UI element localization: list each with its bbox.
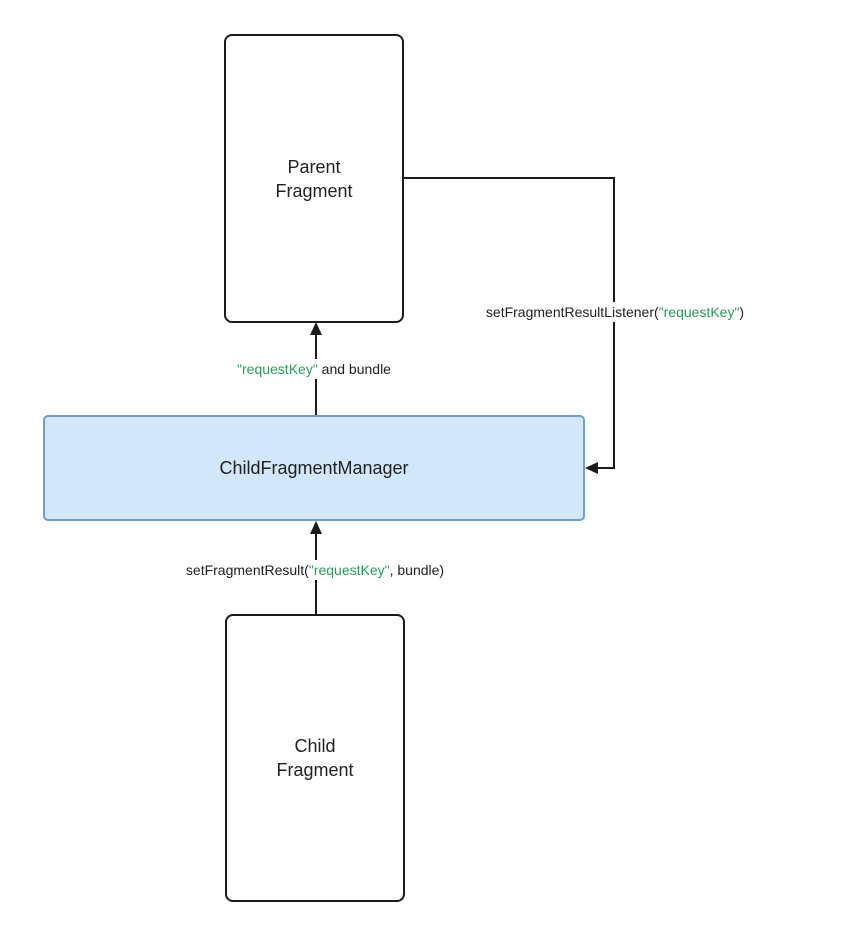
edge-label-set-fragment-result-listener: setFragmentResultListener("requestKey") [480,302,750,322]
edge-label-set-fragment-result: setFragmentResult("requestKey", bundle) [180,560,450,580]
child-fragment-manager-label: ChildFragmentManager [219,458,409,478]
edge-label-requestkey-and-bundle: "requestKey" and bundle [232,359,396,379]
connector-listener-horizontal-top [404,177,615,179]
connector-listener-horizontal-end [596,467,615,469]
edge-label-listener-pre: setFragmentResultListener( [485,304,659,320]
child-fragment-manager-box: ChildFragmentManager [43,415,585,521]
parent-fragment-label: Parent Fragment [275,156,353,201]
arrowhead-into-manager-bottom [310,521,322,534]
parent-fragment-box: Parent Fragment [224,34,404,323]
edge-label-deliver-post: and bundle [317,361,391,377]
connector-listener-vertical [613,177,615,469]
edge-label-deliver-key: "requestKey" [237,361,318,377]
arrowhead-into-parent [310,322,322,335]
child-fragment-label: Child Fragment [276,736,354,780]
edge-label-result-pre: setFragmentResult( [185,562,309,578]
edge-label-result-key: "requestKey" [308,562,390,578]
edge-label-listener-post: ) [739,304,745,320]
edge-label-listener-key: "requestKey" [658,304,740,320]
child-fragment-box: Child Fragment [225,614,405,902]
arrowhead-into-manager-right [585,462,598,474]
edge-label-result-post: , bundle) [389,562,445,578]
